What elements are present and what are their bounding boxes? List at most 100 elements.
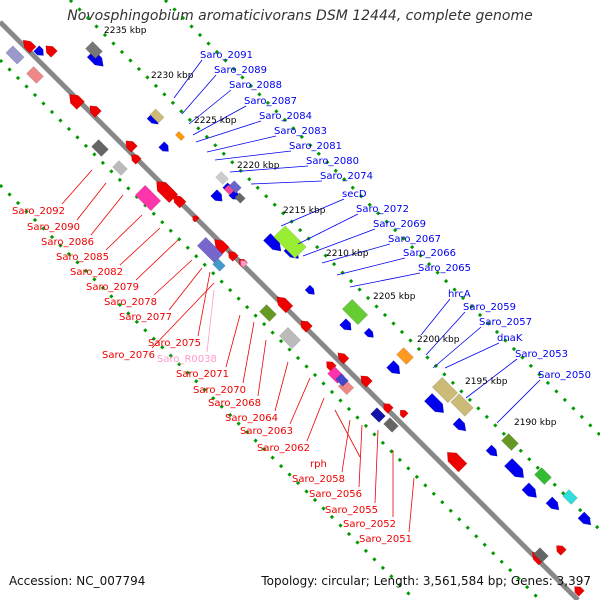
forward-leader-line: [192, 105, 247, 136]
forward-gene-label: Saro_2057: [479, 317, 532, 328]
reverse-gene: [125, 140, 138, 153]
forward-gene-shape: [452, 417, 467, 432]
reverse-gene: [192, 215, 200, 223]
forward-gene-shape: [521, 482, 538, 499]
misc-gene-shape: [85, 41, 103, 59]
forward-leader-line: [188, 89, 232, 125]
reverse-gene-shape: [399, 409, 409, 419]
reverse-gene: [22, 39, 37, 54]
kbp-label: 2220 kbp: [237, 161, 280, 171]
reverse-leader-line: [257, 339, 267, 397]
reverse-gene-shape: [574, 586, 585, 597]
misc-gene: [273, 225, 307, 259]
forward-gene-label: Saro_2065: [418, 263, 471, 274]
forward-leader-line: [349, 272, 421, 288]
reverse-gene: [45, 45, 58, 58]
backbone-layer: [0, 20, 580, 600]
reverse-leader-line: [408, 477, 415, 533]
reverse-leader-line: [76, 182, 107, 221]
misc-gene: [212, 258, 226, 272]
reverse-gene: [228, 251, 239, 262]
reverse-gene-shape: [45, 45, 58, 58]
forward-gene-label: secD: [342, 189, 367, 200]
forward-gene-shape: [339, 318, 352, 331]
reverse-gene-label: Saro_2078: [104, 297, 157, 308]
forward-leader-line: [280, 198, 345, 227]
ruler-track-2: [0, 58, 542, 600]
forward-gene-shape: [158, 141, 169, 152]
forward-gene-label: dnaK: [497, 333, 523, 344]
misc-gene: [196, 236, 224, 264]
reverse-gene-label: Saro_2077: [119, 312, 172, 323]
reverse-gene: [156, 181, 179, 204]
kbp-label: 2215 kbp: [283, 206, 326, 216]
forward-leader-line: [496, 379, 541, 424]
forward-leader-line: [336, 257, 406, 276]
forward-gene-label: Saro_2067: [388, 234, 441, 245]
misc-gene-shape: [234, 192, 246, 204]
reverse-gene-label: Saro_2071: [176, 369, 229, 380]
rna-gene-shape: [240, 260, 249, 269]
misc-gene-shape: [5, 45, 25, 65]
reverse-leader-line: [153, 259, 193, 296]
reverse-leader-line: [289, 377, 311, 425]
misc-gene: [259, 304, 277, 322]
reverse-leader-line: [274, 361, 289, 412]
misc-gene-shape: [534, 467, 552, 485]
forward-gene: [210, 189, 223, 202]
forward-gene-label: Saro_2080: [306, 156, 359, 167]
forward-leader-line: [229, 165, 309, 173]
map-title: Novosphingobium aromaticivorans DSM 1244…: [67, 8, 533, 24]
ruler-track-3: [0, 183, 417, 600]
kbp-label: 2195 kbp: [465, 377, 508, 387]
forward-gene: [304, 284, 315, 295]
reverse-gene-label: Saro_2052: [343, 519, 396, 530]
kbp-label: 2225 kbp: [194, 116, 237, 126]
misc-gene: [370, 407, 386, 423]
reverse-gene: [337, 352, 350, 365]
reverse-gene-shape: [337, 352, 350, 365]
reverse-leader-line: [197, 271, 211, 337]
misc-gene-shape: [134, 184, 162, 212]
forward-gene-shape: [545, 496, 560, 511]
forward-gene: [363, 327, 374, 338]
gene-labels-layer: Saro_2091Saro_2089Saro_2088Saro_2087Saro…: [12, 50, 591, 545]
leader-lines-layer: [61, 59, 541, 533]
forward-gene-shape: [423, 392, 445, 414]
reverse-leader-line: [358, 424, 363, 488]
reverse-gene-shape: [68, 93, 85, 110]
reverse-gene-shape: [156, 181, 179, 204]
forward-gene-shape: [485, 444, 498, 457]
reverse-leader-line: [206, 289, 215, 353]
reverse-leader-line: [334, 409, 361, 458]
reverse-leader-line: [306, 397, 325, 442]
reverse-leader-line: [151, 282, 215, 349]
misc-gene: [149, 108, 165, 124]
forward-gene: [33, 45, 44, 56]
reverse-leader-line: [90, 194, 124, 236]
forward-gene: [485, 444, 498, 457]
misc-gene: [134, 184, 162, 212]
misc-gene: [431, 376, 459, 404]
reverse-gene-label: Saro_2092: [12, 206, 65, 217]
forward-gene-label: Saro_2059: [463, 302, 516, 313]
forward-gene-label: Saro_2072: [356, 204, 409, 215]
misc-gene: [174, 130, 186, 142]
misc-gene: [534, 467, 552, 485]
forward-leader-line: [302, 228, 376, 257]
ruler-track-0: [68, 0, 600, 532]
reverse-gene-label: Saro_2076: [102, 350, 155, 361]
forward-leader-line: [425, 311, 466, 356]
reverse-gene: [446, 451, 468, 473]
forward-leader-line: [181, 74, 217, 115]
forward-gene: [339, 318, 352, 331]
misc-gene: [234, 192, 246, 204]
forward-gene-label: Saro_2091: [200, 50, 253, 61]
misc-gene: [215, 171, 229, 185]
reverse-leader-line: [119, 227, 161, 266]
reverse-gene: [172, 194, 187, 209]
misc-gene: [223, 184, 235, 196]
reverse-gene-label: Saro_2085: [56, 252, 109, 263]
reverse-gene-shape: [276, 296, 294, 314]
reverse-gene: [89, 105, 102, 118]
